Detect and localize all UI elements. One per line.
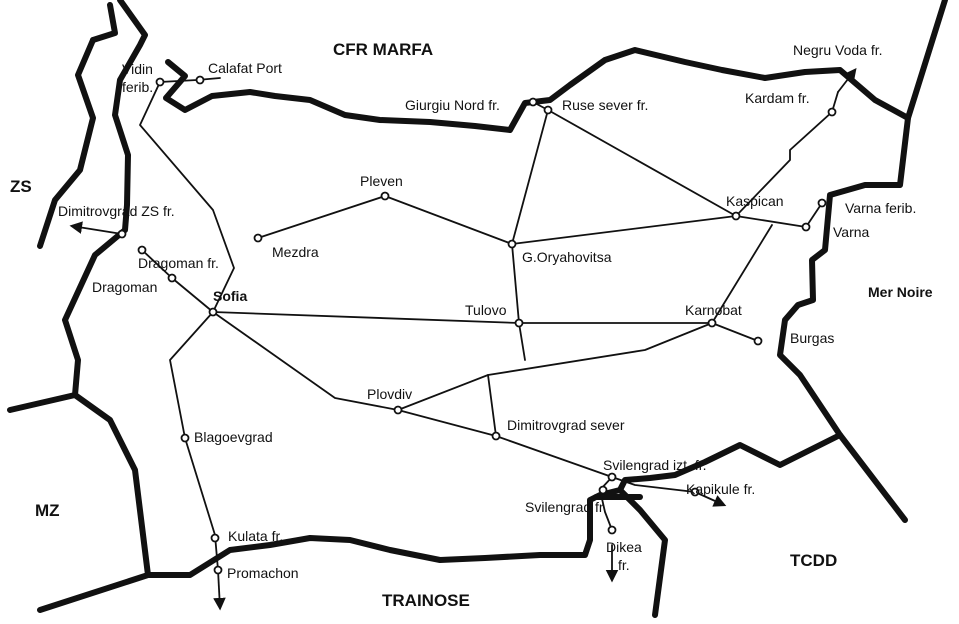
- label-dikea: Dikea: [606, 539, 642, 555]
- rail-goryahovitsa-ruse: [511, 109, 549, 245]
- label-dragoman: Dragoman: [92, 279, 157, 295]
- label-goryahovitsa: G.Oryahovitsa: [522, 249, 612, 265]
- label-mz: MZ: [35, 501, 60, 520]
- station-dot-dimitrovgrad-zs: [117, 229, 127, 239]
- rail-kaspican-karnobat: [711, 224, 773, 324]
- station-dot-varna: [801, 222, 811, 232]
- station-dot-promachon: [213, 565, 223, 575]
- label-svilengrad-izt: Svilengrad izt. fr.: [603, 457, 707, 473]
- arrow-dimitrovgrad-zs: [69, 221, 123, 235]
- arrow-negru-voda: [837, 68, 857, 93]
- label-kaspican: Kaspican: [726, 193, 784, 209]
- label-svilengrad-fr: Svilengrad fr.: [525, 499, 607, 515]
- station-labels: Vidin ferib. Calafat Port Giurgiu Nord f…: [58, 42, 916, 581]
- label-kulata: Kulata fr.: [228, 528, 283, 544]
- label-varna-ferib: Varna ferib.: [845, 200, 916, 216]
- station-dot-pleven: [380, 191, 390, 201]
- station-dot-dragoman: [167, 273, 177, 283]
- label-karnobat: Karnobat: [685, 302, 742, 318]
- station-dot-burgas: [753, 336, 763, 346]
- rail-svilengrad-border: [599, 476, 613, 531]
- rail-kaspican-kardam: [735, 91, 839, 217]
- border-romania-serbia-west: [37, 37, 96, 249]
- label-tcdd: TCDD: [790, 551, 837, 570]
- station-dot-mezdra: [253, 233, 263, 243]
- label-zs: ZS: [10, 177, 32, 196]
- label-giurgiu-nord: Giurgiu Nord fr.: [405, 97, 500, 113]
- border-arrows: [69, 68, 857, 611]
- station-dot-sofia: [208, 307, 218, 317]
- railway-lines: [139, 77, 839, 571]
- label-mezdra: Mezdra: [272, 244, 319, 260]
- country-borders: [7, 0, 948, 618]
- station-dot-kaspican: [731, 211, 741, 221]
- border-black-sea-coast: [777, 115, 911, 438]
- network-labels: CFR MARFA ZS MZ TRAINOSE TCDD Mer Noire: [10, 40, 933, 610]
- rail-varna-ferib: [805, 202, 823, 228]
- border-bulgaria-serbia: [7, 0, 148, 413]
- label-dragoman-fr: Dragoman fr.: [138, 255, 219, 271]
- label-varna: Varna: [833, 224, 870, 240]
- station-dot-ruse: [543, 105, 553, 115]
- border-bulgaria-north-macedonia: [37, 392, 151, 613]
- border-bulgaria-greece: [145, 432, 908, 578]
- rail-vidin-sofia: [139, 81, 235, 313]
- rail-ruse-kaspican: [547, 109, 737, 217]
- rail-tulovo-dimitrovgrad: [487, 374, 497, 437]
- label-negru-voda: Negru Voda fr.: [793, 42, 883, 58]
- arrow-promachon: [213, 569, 226, 611]
- border-romania-serbia: [90, 2, 118, 43]
- label-blagoevgrad: Blagoevgrad: [194, 429, 273, 445]
- station-dot-dragoman-fr: [137, 245, 147, 255]
- station-dot-goryahovitsa: [507, 239, 517, 249]
- label-trainose: TRAINOSE: [382, 591, 470, 610]
- station-dot-giurgiu: [528, 97, 538, 107]
- label-burgas: Burgas: [790, 330, 834, 346]
- station-dot-dimitrovgrad-sever: [491, 431, 501, 441]
- label-plovdiv: Plovdiv: [367, 386, 412, 402]
- station-dot-svilengrad-izt: [607, 472, 617, 482]
- label-calafat-port: Calafat Port: [208, 60, 282, 76]
- rail-sofia-karnobat: [212, 311, 759, 342]
- station-dot-kardam: [827, 107, 837, 117]
- border-bulgaria-romania: [163, 0, 948, 133]
- label-cfr-marfa: CFR MARFA: [333, 40, 433, 59]
- rail-sofia-plovdiv: [212, 311, 399, 411]
- station-dot-kapikule: [690, 487, 700, 497]
- station-dot-dikea: [607, 525, 617, 535]
- station-dot-vidin: [155, 77, 165, 87]
- label-vidin: Vidin: [122, 61, 153, 77]
- station-markers: [117, 75, 837, 575]
- label-vidin-ferib: ferib.: [122, 79, 153, 95]
- label-tulovo: Tulovo: [465, 302, 507, 318]
- label-pleven: Pleven: [360, 173, 403, 189]
- label-ruse-sever: Ruse sever fr.: [562, 97, 648, 113]
- label-dimitrovgrad-zs: Dimitrovgrad ZS fr.: [58, 203, 175, 219]
- label-kapikule: Kapikule fr.: [686, 481, 755, 497]
- station-dot-plovdiv: [393, 405, 403, 415]
- station-dot-calafat: [195, 75, 205, 85]
- station-dot-varna-ferib: [817, 198, 827, 208]
- rail-plovdiv-karnobat: [397, 322, 713, 411]
- rail-vidin-calafat: [159, 77, 221, 83]
- label-kardam: Kardam fr.: [745, 90, 810, 106]
- station-dot-blagoevgrad: [180, 433, 190, 443]
- label-dikea-fr: fr.: [618, 557, 630, 573]
- station-dot-svilengrad: [598, 485, 608, 495]
- arrow-kapikule: [694, 491, 727, 507]
- rail-mezdra-pleven-goryahovitsa: [257, 195, 513, 245]
- station-dot-tulovo: [514, 318, 524, 328]
- label-sofia: Sofia: [213, 288, 247, 304]
- label-dimitrovgrad-sever: Dimitrovgrad sever: [507, 417, 625, 433]
- label-promachon: Promachon: [227, 565, 299, 581]
- station-dot-kulata: [210, 533, 220, 543]
- label-mer-noire: Mer Noire: [868, 284, 933, 300]
- station-dot-karnobat: [707, 318, 717, 328]
